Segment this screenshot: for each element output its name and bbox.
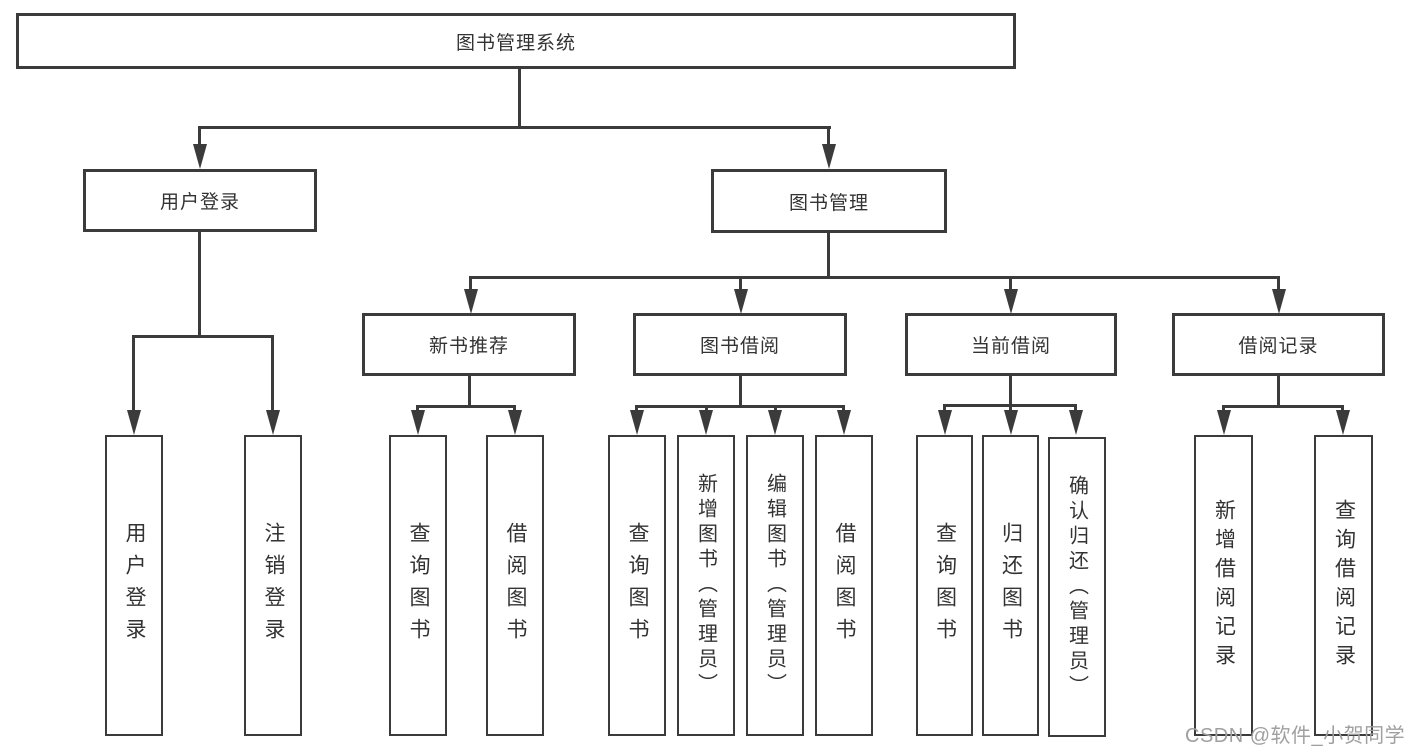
connector-line — [416, 405, 516, 408]
arrowhead-down-icon — [127, 410, 141, 435]
leaf-borrow-book: 借阅图书 — [815, 435, 873, 736]
leaf-borrow-book: 借阅图书 — [486, 435, 544, 736]
arrowhead-down-icon — [1272, 289, 1286, 314]
leaf-query-book: 查询图书 — [916, 435, 973, 736]
arrowhead-down-icon — [938, 410, 952, 435]
connector-line — [635, 405, 638, 414]
connector-line — [1222, 405, 1225, 414]
arrowhead-down-icon — [464, 289, 478, 314]
connector-line — [132, 335, 274, 338]
connector-line — [513, 405, 516, 414]
arrowhead-down-icon — [266, 410, 280, 435]
connector-line — [1277, 276, 1280, 291]
connector-line — [739, 276, 742, 291]
arrowhead-down-icon — [734, 289, 748, 314]
node-book-management: 图书管理 — [711, 169, 947, 233]
node-new-book-recommend: 新书推荐 — [362, 313, 576, 376]
leaf-edit-book-admin: 编辑图书（管理员） — [746, 435, 804, 736]
arrowhead-down-icon — [1217, 410, 1231, 435]
node-book-borrow: 图书借阅 — [633, 313, 847, 376]
connector-line — [774, 405, 777, 414]
arrowhead-down-icon — [630, 410, 644, 435]
node-user-login: 用户登录 — [83, 169, 317, 232]
connector-line — [842, 405, 845, 414]
arrowhead-down-icon — [1004, 410, 1018, 435]
leaf-query-book: 查询图书 — [389, 435, 447, 736]
connector-line — [132, 335, 135, 412]
connector-line — [468, 376, 471, 408]
connector-line — [198, 126, 831, 129]
connector-line — [943, 404, 946, 414]
connector-line — [1009, 276, 1012, 291]
connector-line — [635, 405, 845, 408]
leaf-logout: 注销登录 — [244, 435, 302, 736]
arrowhead-down-icon — [1336, 410, 1350, 435]
node-borrow-record: 借阅记录 — [1172, 313, 1385, 376]
arrowhead-down-icon — [1069, 410, 1083, 435]
arrowhead-down-icon — [193, 144, 207, 169]
csdn-watermark: CSDN @软件_小贺同学 — [1185, 725, 1405, 747]
connector-line — [1009, 404, 1012, 414]
arrowhead-down-icon — [822, 144, 836, 169]
node-current-borrow: 当前借阅 — [905, 313, 1117, 376]
connector-line — [1222, 405, 1344, 408]
connector-line — [416, 405, 419, 414]
connector-line — [518, 68, 521, 128]
leaf-add-book-admin: 新增图书（管理员） — [677, 435, 735, 736]
connector-line — [271, 335, 274, 412]
connector-line — [469, 276, 472, 291]
connector-line — [198, 232, 201, 338]
connector-line — [1074, 404, 1077, 414]
connector-line — [827, 233, 830, 279]
arrowhead-down-icon — [768, 410, 782, 435]
node-root-library-system: 图书管理系统 — [16, 13, 1016, 69]
leaf-query-book: 查询图书 — [608, 435, 666, 736]
arrowhead-down-icon — [1004, 289, 1018, 314]
arrowhead-down-icon — [508, 410, 522, 435]
connector-line — [739, 376, 742, 408]
arrowhead-down-icon — [837, 410, 851, 435]
connector-line — [469, 276, 1280, 279]
connector-line — [705, 405, 708, 414]
connector-line — [1277, 376, 1280, 408]
leaf-query-borrow-record: 查询借阅记录 — [1314, 435, 1373, 736]
leaf-add-borrow-record: 新增借阅记录 — [1194, 435, 1253, 736]
connector-line — [827, 126, 830, 147]
leaf-confirm-return-admin: 确认归还（管理员） — [1048, 437, 1106, 737]
leaf-user-login: 用户登录 — [105, 435, 163, 736]
connector-line — [1009, 376, 1012, 407]
connector-line — [1341, 405, 1344, 414]
arrowhead-down-icon — [411, 410, 425, 435]
arrowhead-down-icon — [699, 410, 713, 435]
leaf-return-book: 归还图书 — [982, 435, 1039, 736]
connector-line — [198, 126, 201, 147]
